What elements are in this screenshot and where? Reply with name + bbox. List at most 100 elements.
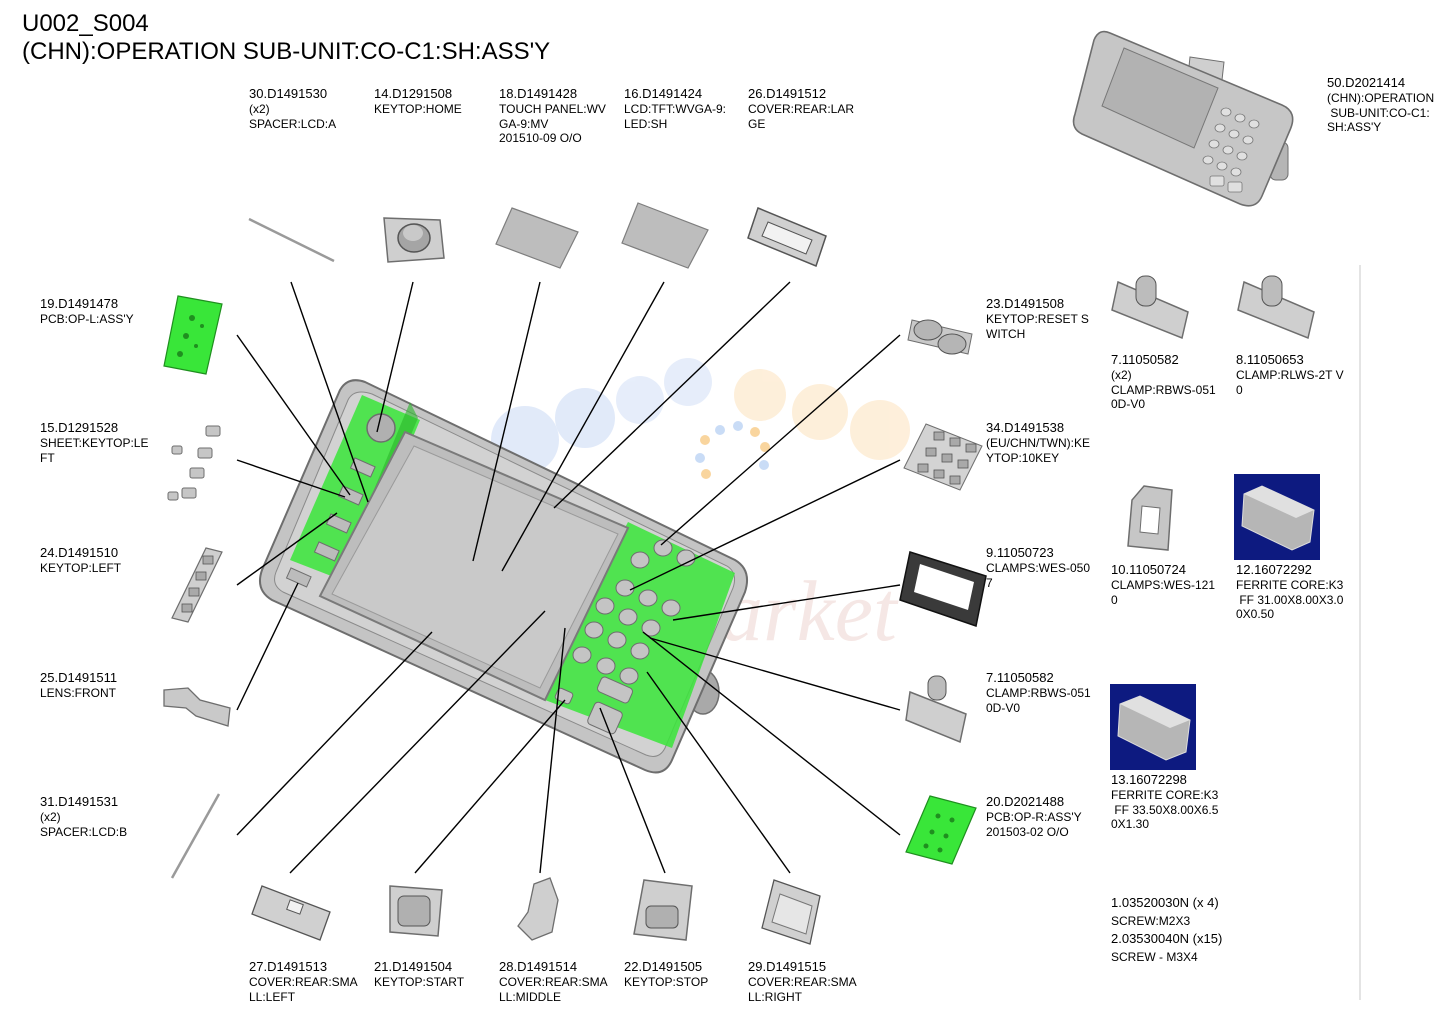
callout-30: 30.D1491530 (x2) SPACER:LCD:A: [249, 86, 361, 131]
part-desc: SH:ASS'Y: [1327, 120, 1382, 134]
part-desc: PCB:OP-L:ASS'Y: [40, 312, 134, 326]
cover-rear-small-left-part: [251, 885, 331, 941]
callout-31: 31.D1491531 (x2) SPACER:LCD:B: [40, 794, 152, 839]
part-desc: COVER:REAR:SMA: [249, 975, 358, 989]
ferrite-core-12-part: [1234, 474, 1320, 560]
callout-15: 15.D1291528 SHEET:KEYTOP:LE FT: [40, 420, 152, 465]
part-desc: SPACER:LCD:A: [249, 116, 337, 131]
keytop-left-part: [171, 547, 223, 623]
part-number: 34.D1491538: [986, 420, 1065, 435]
part-number: 8.11050653: [1236, 352, 1304, 367]
part-number: 10.11050724: [1111, 562, 1186, 577]
part-number: 24.D1491510: [40, 545, 119, 560]
part-desc: (CHN):OPERATION: [1327, 91, 1435, 105]
part-desc: FF 31.00X8.00X3.0: [1236, 592, 1344, 607]
part-number: 21.D1491504: [374, 959, 453, 974]
part-number: 9.11050723: [986, 545, 1054, 560]
screw-2-number: 2.03530040N (x15): [1111, 931, 1223, 946]
callout-25: 25.D1491511 LENS:FRONT: [40, 670, 152, 701]
keytop-stop-part: [633, 879, 693, 941]
clamp-rbws-upper-part: [1111, 275, 1189, 340]
part-desc: (EU/CHN/TWN):KE: [986, 436, 1090, 450]
part-desc: COVER:REAR:SMA: [748, 975, 857, 989]
cover-rear-large-part: [747, 207, 827, 267]
part-number: 14.D1291508: [374, 86, 453, 101]
part-desc: KEYTOP:START: [374, 975, 465, 989]
part-desc: FERRITE CORE:K3: [1111, 788, 1219, 802]
keytop-home-part: [383, 217, 445, 263]
callout-22: 22.D1491505 KEYTOP:STOP: [624, 959, 736, 990]
part-desc: 201503-02 O/O: [986, 824, 1069, 839]
part-desc: LL:LEFT: [249, 989, 296, 1004]
part-desc: 0X1.30: [1111, 817, 1150, 831]
operation-unit-assembly-part: [1072, 30, 1294, 207]
part-desc: 0D-V0: [986, 700, 1021, 715]
part-number: 27.D1491513: [249, 959, 328, 974]
part-desc: (x2): [249, 102, 270, 116]
part-desc: CLAMP:RLWS-2T V: [1236, 368, 1344, 382]
callout-14: 14.D1291508 KEYTOP:HOME: [374, 86, 486, 117]
part-desc: CLAMP:RBWS-051: [986, 686, 1091, 700]
screw-1-desc: SCREW:M2X3: [1111, 914, 1191, 928]
part-number: 20.D2021488: [986, 794, 1065, 809]
part-desc: SUB-UNIT:CO-C1:: [1327, 105, 1430, 120]
part-number: 31.D1491531: [40, 794, 119, 809]
callout-23: 23.D1491508 KEYTOP:RESET S WITCH: [986, 296, 1098, 341]
part-desc: KEYTOP:LEFT: [40, 561, 122, 575]
part-number: 23.D1491508: [986, 296, 1065, 311]
part-desc: 7: [986, 575, 993, 590]
main-assembly: [259, 379, 748, 774]
pcb-op-r-part: [905, 795, 977, 865]
part-desc: 0: [1236, 382, 1243, 397]
part-desc: SPACER:LCD:B: [40, 824, 128, 839]
part-desc: KEYTOP:HOME: [374, 102, 462, 116]
screws-list: 1.03520030N (x 4) SCREW:M2X3 2.03530040N…: [1111, 894, 1222, 966]
part-desc: GE: [748, 116, 766, 131]
part-desc: (x2): [1111, 368, 1132, 382]
callout-34: 34.D1491538 (EU/CHN/TWN):KE YTOP:10KEY: [986, 420, 1098, 465]
part-desc: SHEET:KEYTOP:LE: [40, 436, 149, 450]
part-number: 28.D1491514: [499, 959, 578, 974]
part-desc: KEYTOP:STOP: [624, 975, 709, 989]
callout-7-upper: 7.11050582 (x2) CLAMP:RBWS-051 0D-V0: [1111, 352, 1223, 412]
callout-18: 18.D1491428 TOUCH PANEL:WV GA-9:MV 20151…: [499, 86, 611, 146]
part-desc: LCD:TFT:WVGA-9:: [624, 102, 727, 116]
callout-13: 13.16072298 FERRITE CORE:K3 FF 33.50X8.0…: [1111, 772, 1223, 832]
leader-lines: [236, 281, 901, 874]
callout-29: 29.D1491515 COVER:REAR:SMA LL:RIGHT: [748, 959, 860, 1004]
clamps-wes-1210-part: [1127, 485, 1173, 551]
part-number: 12.16072292: [1236, 562, 1312, 577]
callout-8: 8.11050653 CLAMP:RLWS-2T V 0: [1236, 352, 1348, 397]
spacer-lcd-b-part: [170, 793, 221, 879]
part-desc: TOUCH PANEL:WV: [499, 102, 606, 116]
callout-27: 27.D1491513 COVER:REAR:SMA LL:LEFT: [249, 959, 361, 1004]
part-number: 16.D1491424: [624, 86, 703, 101]
part-desc: COVER:REAR:LAR: [748, 102, 855, 116]
part-desc: LENS:FRONT: [40, 686, 117, 700]
part-number: 25.D1491511: [40, 670, 118, 685]
pcb-op-l-part: [163, 295, 223, 375]
keytop-start-part: [389, 885, 443, 937]
sheet-keytop-left-part: [167, 425, 221, 501]
callout-12: 12.16072292 FERRITE CORE:K3 FF 31.00X8.0…: [1236, 562, 1348, 622]
part-number: 19.D1491478: [40, 296, 119, 311]
callout-10: 10.11050724 CLAMPS:WES-121 0: [1111, 562, 1223, 607]
screw-2-desc: SCREW - M3X4: [1111, 950, 1198, 964]
keytop-10key-part: [903, 423, 983, 491]
part-desc: COVER:REAR:SMA: [499, 975, 608, 989]
part-desc: WITCH: [986, 326, 1026, 341]
callout-24: 24.D1491510 KEYTOP:LEFT: [40, 545, 152, 576]
part-number: 29.D1491515: [748, 959, 827, 974]
callout-28: 28.D1491514 COVER:REAR:SMA LL:MIDDLE: [499, 959, 611, 1004]
part-desc: FF 33.50X8.00X6.5: [1111, 802, 1219, 817]
clamp-rlws-part: [1237, 275, 1315, 340]
part-desc: CLAMP:RBWS-051: [1111, 382, 1216, 397]
part-desc: CLAMPS:WES-050: [986, 561, 1091, 575]
touch-panel-part: [495, 207, 579, 269]
clamps-wes-0507-part: [899, 551, 987, 627]
callout-7-lower: 7.11050582 CLAMP:RBWS-051 0D-V0: [986, 670, 1098, 715]
part-desc: 201510-09 O/O: [499, 131, 582, 145]
part-desc: LL:MIDDLE: [499, 989, 562, 1004]
callout-20: 20.D2021488 PCB:OP-R:ASS'Y 201503-02 O/O: [986, 794, 1098, 839]
screw-1-number: 1.03520030N (x 4): [1111, 895, 1219, 910]
